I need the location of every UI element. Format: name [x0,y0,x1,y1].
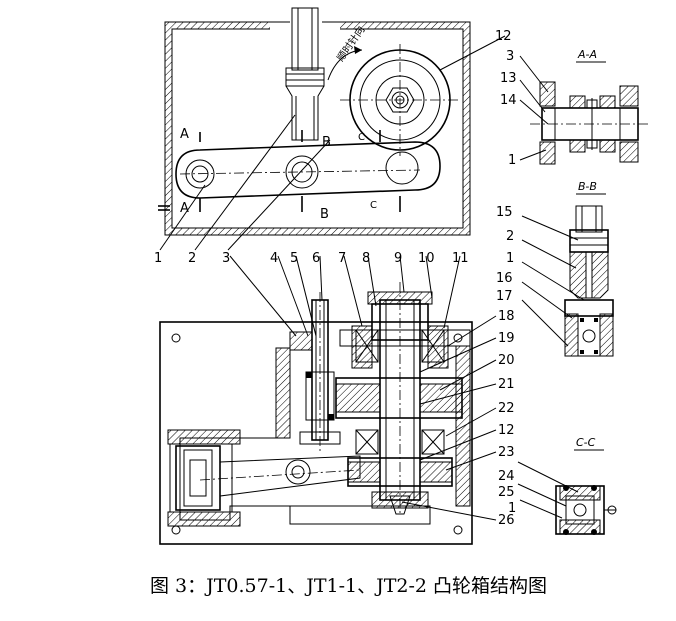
top-view: 顺时针向 A A B B C C 1 2 3 [154,7,471,266]
main-callout-9: 9 [394,251,402,266]
rc-23: 23 [498,445,515,460]
section-a-a: A-A 12 3 13 14 1 [439,29,650,168]
rc-19: 19 [498,331,515,346]
cut-markers: A A B B C C [158,127,401,222]
main-right-callouts: 18 19 20 21 22 12 23 24 25 1 26 [401,309,516,528]
cut-b-bottom: B [320,207,329,222]
cut-c-top: C [358,132,365,143]
rc-20: 20 [498,353,515,368]
rc-18: 18 [498,309,515,324]
tr-callout-3: 3 [506,49,514,64]
bb-callout-2: 2 [506,229,514,244]
tr-callout-12: 12 [495,29,512,44]
tr-callout-14: 14 [500,93,517,108]
main-callout-6: 6 [312,251,320,266]
bb-callout-17: 17 [496,289,513,304]
rc-24: 24 [498,469,515,484]
rc-21: 21 [498,377,515,392]
rc-1: 1 [508,501,516,516]
section-c-c: C-C [517,436,617,535]
cut-b-top: B [322,135,331,150]
section-b-b: B-B 15 2 1 16 17 [496,180,614,357]
main-callout-7: 7 [338,251,346,266]
bb-callout-15: 15 [496,205,513,220]
figure-caption: 图 3：JT0.57-1、JT1-1、JT2-2 凸轮箱结构图 [150,575,547,597]
rc-22: 22 [498,401,515,416]
section-bb-label: B-B [578,180,597,193]
top-callout-1: 1 [154,251,162,266]
tr-callout-13: 13 [500,71,517,86]
rc-26: 26 [498,513,515,528]
rc-25: 25 [498,485,515,500]
section-aa-label: A-A [577,48,597,61]
cam-wheel: 顺时针向 [327,23,460,156]
top-housing-wall [164,21,471,236]
top-callout-2: 2 [188,251,196,266]
cut-a-bottom: A [180,201,189,216]
rc-12: 12 [498,423,515,438]
main-callout-10: 10 [418,251,435,266]
main-callout-8: 8 [362,251,370,266]
bb-callout-1: 1 [506,251,514,266]
cut-c-bottom: C [370,200,377,211]
section-cc-label: C-C [576,436,596,449]
tr-callout-1: 1 [508,153,516,168]
main-callout-11: 11 [452,251,469,266]
lever-arm [175,141,441,199]
cut-a-top: A [180,127,189,142]
main-callout-5: 5 [290,251,298,266]
bb-callout-16: 16 [496,271,513,286]
top-callout-3: 3 [222,251,230,266]
main-view: 3 4 5 6 7 8 9 10 11 [159,251,473,545]
pushrod-assembly [285,7,325,141]
main-callout-4: 4 [270,251,278,266]
